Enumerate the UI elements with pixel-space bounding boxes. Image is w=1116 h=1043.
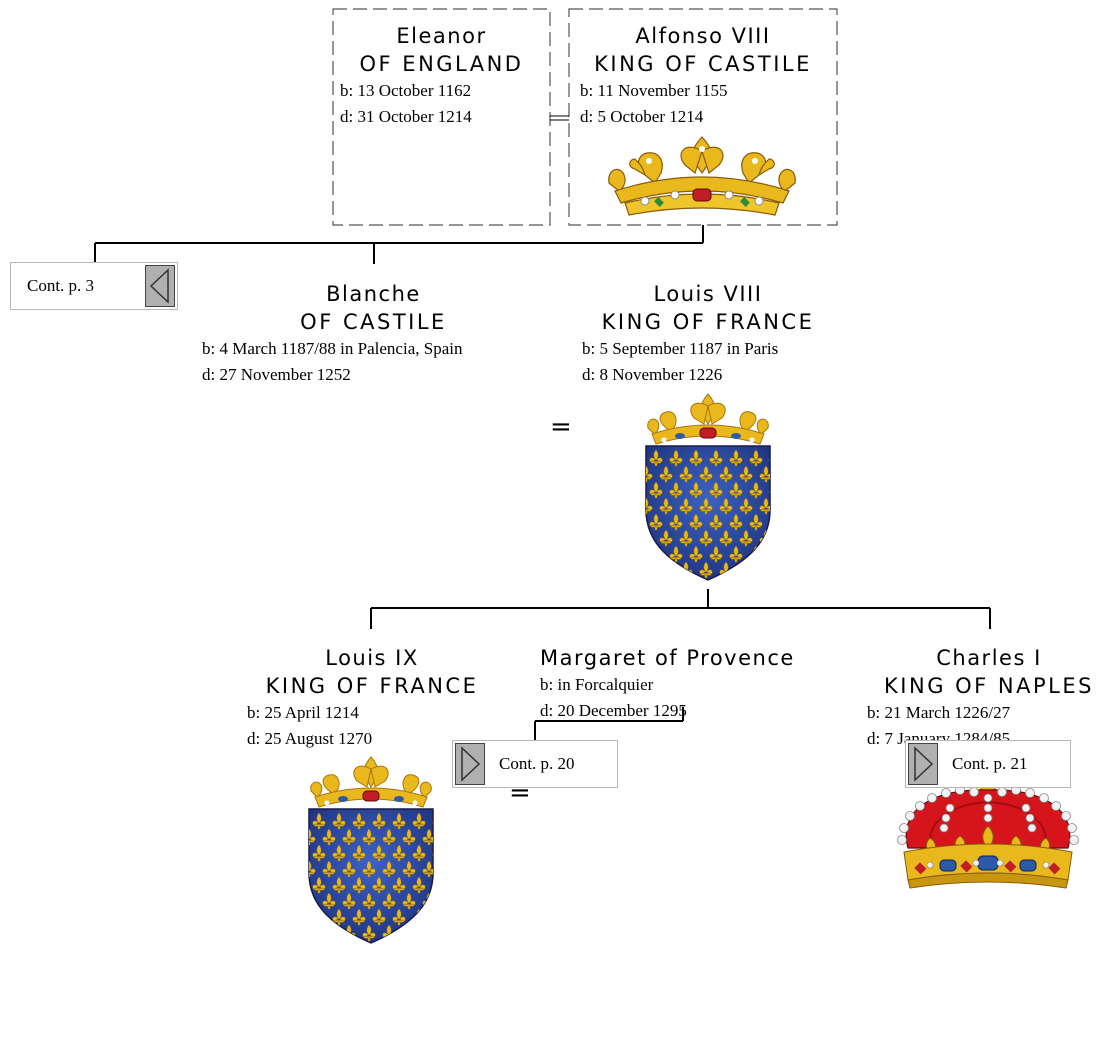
birth-date: b: 4 March 1187/88 in Palencia, Spain	[202, 339, 463, 358]
person-name: Louis IX	[325, 646, 419, 670]
person-charles: Charles I KING OF NAPLES b: 21 March 122…	[864, 644, 1114, 752]
person-name: Eleanor	[396, 24, 487, 48]
crowned-shield-icon	[645, 393, 771, 581]
person-eleanor: Eleanor OF ENGLAND b: 13 October 1162 d:…	[333, 22, 550, 130]
death-date: d: 8 November 1226	[582, 365, 723, 384]
person-title: KING OF FRANCE	[601, 310, 815, 334]
person-louis-ix: Louis IX KING OF FRANCE b: 25 April 1214…	[244, 644, 500, 752]
birth-date: b: in Forcalquier	[540, 675, 654, 694]
triangle-right-icon	[908, 743, 938, 785]
person-name: Louis VIII	[653, 282, 763, 306]
marriage-symbol: =	[550, 412, 572, 442]
person-name: Alfonso VIII	[635, 24, 771, 48]
eleanor-frame	[332, 8, 551, 226]
person-title: OF ENGLAND	[359, 52, 524, 76]
birth-date: b: 5 September 1187 in Paris	[582, 339, 779, 358]
alfonso-frame	[568, 8, 838, 226]
person-name: Blanche	[326, 282, 421, 306]
death-date: d: 20 December 1295	[540, 701, 687, 720]
death-date: d: 27 November 1252	[202, 365, 351, 384]
cont-page-20-link[interactable]: Cont. p. 20	[452, 740, 618, 788]
birth-date: b: 11 November 1155	[580, 81, 728, 100]
death-date: d: 5 October 1214	[580, 107, 704, 126]
cont-label: Cont. p. 3	[27, 276, 95, 295]
person-title: KING OF CASTILE	[594, 52, 812, 76]
crowned-shield-icon	[308, 756, 434, 944]
triangle-right-icon	[455, 743, 485, 785]
person-name: Margaret of Provence	[540, 646, 795, 670]
person-blanche: Blanche OF CASTILE b: 4 March 1187/88 in…	[202, 280, 545, 388]
birth-date: b: 13 October 1162	[340, 81, 472, 100]
person-title: KING OF NAPLES	[884, 674, 1094, 698]
person-title: OF CASTILE	[300, 310, 447, 334]
birth-date: b: 21 March 1226/27	[867, 703, 1011, 722]
birth-date: b: 25 April 1214	[247, 703, 359, 722]
gold-crown-icon	[608, 136, 796, 216]
death-date: d: 31 October 1214	[340, 107, 472, 126]
cont-page-3-link[interactable]: Cont. p. 3	[10, 262, 178, 310]
person-margaret: Margaret of Provence b: in Forcalquier d…	[540, 644, 830, 724]
cont-label: Cont. p. 20	[499, 754, 575, 773]
triangle-left-icon	[145, 265, 175, 307]
person-name: Charles I	[936, 646, 1042, 670]
person-alfonso: Alfonso VIII KING OF CASTILE b: 11 Novem…	[569, 22, 837, 130]
death-date: d: 25 August 1270	[247, 729, 373, 748]
person-louis-viii: Louis VIII KING OF FRANCE b: 5 September…	[579, 280, 837, 388]
cont-page-21-link[interactable]: Cont. p. 21	[905, 740, 1071, 788]
person-title: KING OF FRANCE	[265, 674, 479, 698]
cont-label: Cont. p. 21	[952, 754, 1028, 773]
